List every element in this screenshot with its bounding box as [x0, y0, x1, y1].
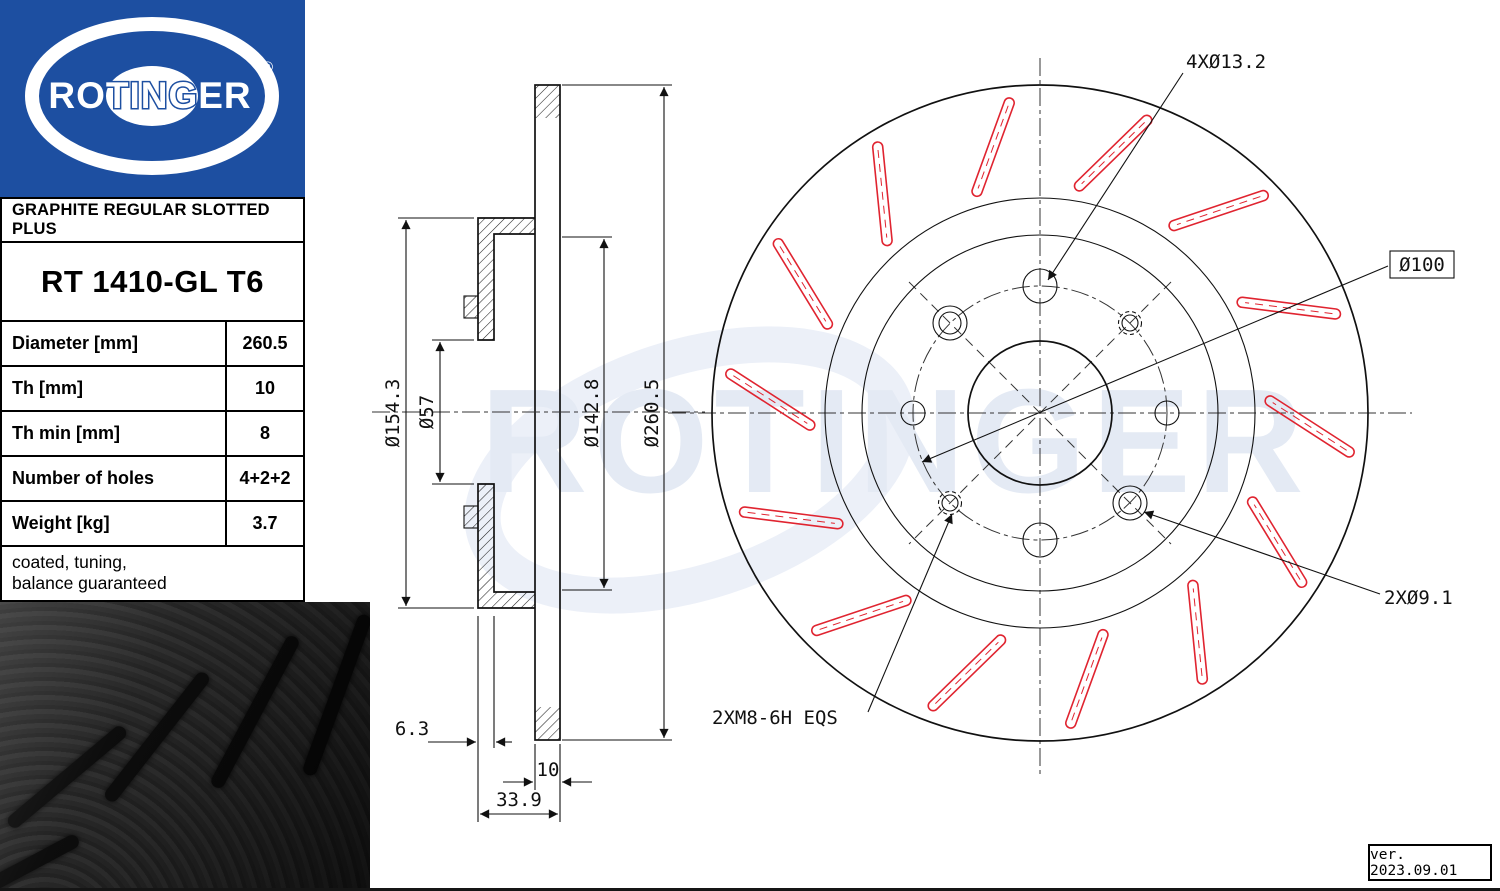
spec-value: 4+2+2 [239, 468, 291, 488]
watermark: ROTINGER [464, 326, 1309, 614]
table-row: Th [mm] 10 [0, 367, 305, 412]
lug-hole [932, 305, 968, 341]
registered-mark: ® [262, 59, 273, 76]
dim-extra-holes: 2XØ9.1 [1384, 587, 1453, 609]
table-row: Weight [kg] 3.7 [0, 502, 305, 547]
front-dimensions: 4XØ13.2 Ø100 2XØ9.1 2XM8-6H EQS [712, 51, 1455, 729]
section-dimensions: Ø154.3 Ø57 Ø142.8 Ø260.5 6.3 [382, 84, 672, 822]
brake-slot [1073, 114, 1153, 192]
spec-value: 260.5 [242, 333, 288, 353]
spec-label: Diameter [mm] [2, 322, 227, 365]
product-line-header: GRAPHITE REGULAR SLOTTED PLUS [0, 197, 305, 243]
dim-thickness: 10 [537, 759, 560, 781]
dim-hat-wall: 6.3 [395, 718, 429, 740]
brake-slot [1246, 496, 1308, 589]
spec-value: 8 [259, 423, 270, 443]
hat-bottom-section [477, 483, 535, 609]
dim-hat-outer: Ø154.3 [382, 379, 404, 448]
spec-value: 3.7 [252, 513, 278, 533]
product-photo [0, 602, 370, 891]
dim-bore: Ø57 [416, 395, 438, 429]
brand-logo: ROTINGER ® [0, 0, 305, 197]
cross-section-view [372, 84, 705, 741]
brake-slot [810, 594, 912, 637]
slot-inner-circle [824, 197, 1256, 629]
spec-value: 10 [254, 378, 276, 398]
lug-hole [1022, 522, 1058, 558]
dim-lug-holes: 4XØ13.2 [1186, 51, 1266, 73]
spec-label: Weight [kg] [2, 502, 227, 545]
brake-slot [738, 506, 844, 530]
spec-label: Number of holes [2, 457, 227, 500]
outer-diameter-circle [711, 84, 1369, 742]
thread-hole [1121, 314, 1139, 332]
table-row: Th min [mm] 8 [0, 412, 305, 457]
lug-hole [1112, 485, 1148, 521]
brake-slot [772, 237, 834, 330]
brake-slot [1065, 628, 1109, 729]
dim-friction-inner: Ø142.8 [581, 379, 603, 448]
dim-bolt-circle: Ø100 [1399, 254, 1445, 276]
table-row: Number of holes 4+2+2 [0, 457, 305, 502]
hat-top-section [477, 217, 535, 341]
thread-hole [941, 494, 959, 512]
photo-lighting [0, 602, 370, 891]
center-bore-circle [967, 340, 1113, 486]
brake-slot [1264, 395, 1355, 458]
spec-table: Diameter [mm] 260.5 Th [mm] 10 Th min [m… [0, 322, 305, 547]
brake-slot [725, 368, 816, 431]
pin-hole [900, 400, 926, 426]
watermark-text: ROTINGER [480, 359, 1309, 524]
brake-slot [871, 141, 893, 247]
notes-line: coated, tuning, [12, 552, 127, 572]
spec-label: Th [mm] [2, 367, 227, 410]
table-row: Diameter [mm] 260.5 [0, 322, 305, 367]
model-label: RT 1410-GL T6 [40, 263, 264, 299]
bolt-circle [912, 285, 1168, 541]
rotinger-logo-icon: ROTINGER ® [25, 17, 279, 175]
dim-outer: Ø260.5 [641, 379, 663, 448]
version-box: ver. 2023.09.01 [1368, 844, 1492, 881]
version-label: ver. 2023.09.01 [1370, 846, 1458, 879]
notes-line: balance guaranteed [12, 573, 167, 593]
notes: coated, tuning, balance guaranteed [0, 547, 305, 602]
pin-hole [1154, 400, 1180, 426]
page-bottom-border [0, 888, 1500, 891]
brake-slots [725, 97, 1355, 729]
dim-overall-height: 33.9 [496, 789, 542, 811]
front-view [668, 58, 1412, 778]
brake-slot [1187, 579, 1209, 685]
bolt-holes [900, 268, 1180, 558]
model-header: RT 1410-GL T6 [0, 243, 305, 322]
product-line-label: GRAPHITE REGULAR SLOTTED PLUS [12, 201, 270, 238]
friction-inner-circle [861, 234, 1219, 592]
dim-thread-holes: 2XM8-6H EQS [712, 707, 838, 729]
logo-text: ROTINGER [48, 75, 251, 116]
spec-label: Th min [mm] [2, 412, 227, 455]
brake-slot [971, 97, 1015, 198]
brake-slot [927, 634, 1007, 712]
lug-hole [1022, 268, 1058, 304]
brake-slot [1168, 189, 1270, 232]
sidebar: ROTINGER ® GRAPHITE REGULAR SLOTTED PLUS… [0, 0, 305, 602]
